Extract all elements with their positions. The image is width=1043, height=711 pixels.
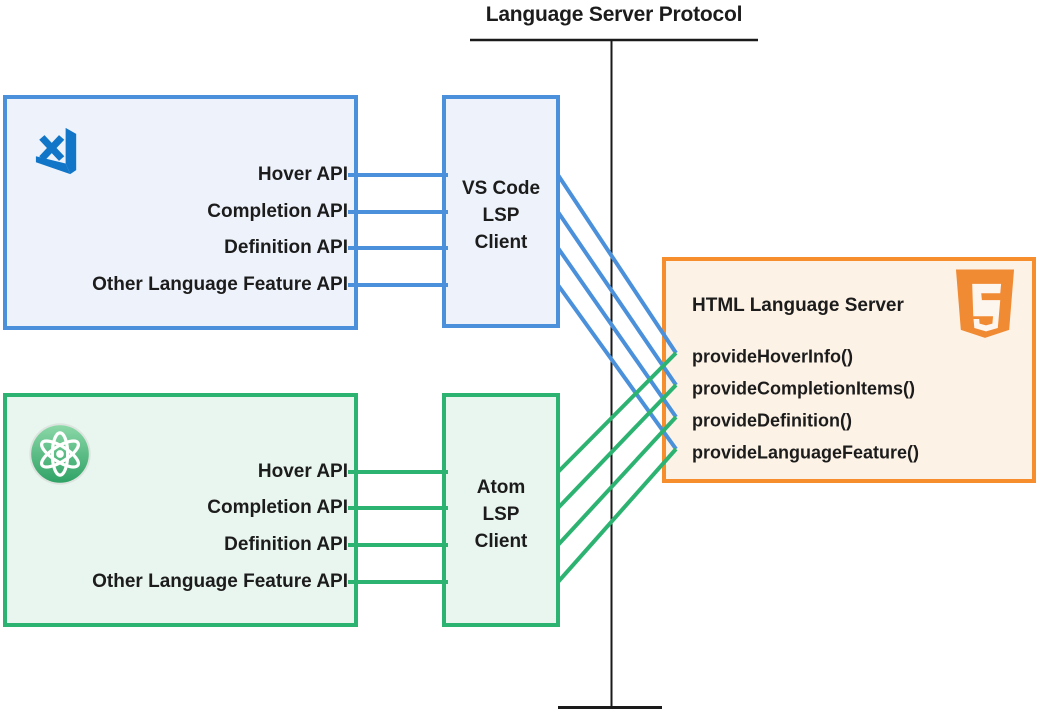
vscode-client-line: LSP [482, 205, 520, 226]
vscode-lsp-client-box: VS Code LSP Client [442, 95, 560, 328]
vscode-icon [35, 127, 77, 175]
atom-api-other: Other Language Feature API [92, 571, 348, 592]
atom-api-hover: Hover API [257, 461, 348, 482]
server-method-language: provideLanguageFeature() [692, 442, 920, 463]
atom-request-hover [556, 351, 678, 474]
atom-request-completion [556, 383, 678, 510]
server-method-definition: provideDefinition() [692, 410, 852, 431]
atom-request-language [556, 447, 678, 584]
atom-editor-box: Hover API Completion API Definition API … [3, 393, 358, 627]
vscode-api-other: Other Language Feature API [92, 274, 348, 295]
server-method-hover: provideHoverInfo() [692, 346, 854, 367]
vscode-request-definition [556, 246, 678, 419]
atom-lsp-client-box: Atom LSP Client [442, 393, 560, 627]
diagram-title: Language Server Protocol [485, 3, 743, 26]
html-language-server-box: HTML Language Server provideHoverInfo() … [662, 257, 1036, 483]
vscode-request-language [556, 283, 678, 451]
server-title: HTML Language Server [692, 295, 904, 316]
vscode-request-hover [556, 173, 678, 355]
atom-api-completion: Completion API [207, 497, 348, 518]
atom-client-line: LSP [482, 503, 520, 525]
vscode-request-completion [556, 210, 678, 387]
atom-client-line: Atom [476, 476, 526, 498]
vscode-client-line: VS Code [461, 178, 541, 199]
html5-icon [955, 269, 1015, 338]
vscode-api-definition: Definition API [224, 237, 348, 258]
vscode-editor-box: Hover API Completion API Definition API … [3, 95, 358, 330]
atom-icon [29, 423, 91, 485]
vscode-client-line: Client [474, 232, 528, 253]
server-method-completion: provideCompletionItems() [692, 378, 916, 399]
vscode-api-hover: Hover API [257, 164, 348, 185]
atom-client-line: Client [474, 530, 528, 552]
atom-request-definition [556, 415, 678, 547]
vscode-api-completion: Completion API [207, 201, 348, 222]
atom-api-definition: Definition API [224, 534, 348, 555]
